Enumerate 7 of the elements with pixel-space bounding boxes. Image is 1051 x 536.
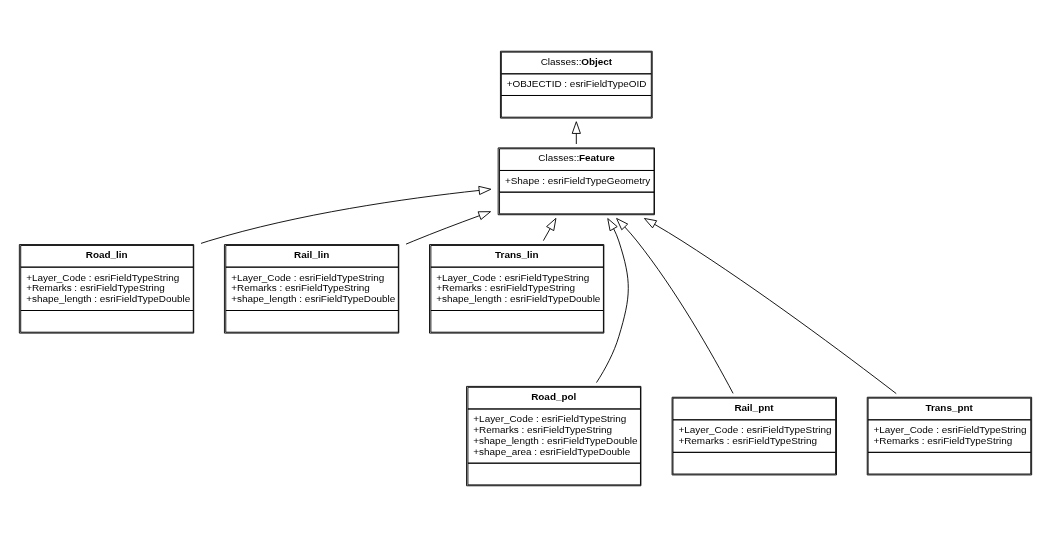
arrow (542, 217, 557, 241)
arrow (405, 210, 491, 245)
arrow (616, 217, 734, 394)
arrow (643, 217, 897, 394)
arrow (200, 185, 492, 244)
arrow (571, 120, 581, 144)
arrow (596, 217, 629, 383)
